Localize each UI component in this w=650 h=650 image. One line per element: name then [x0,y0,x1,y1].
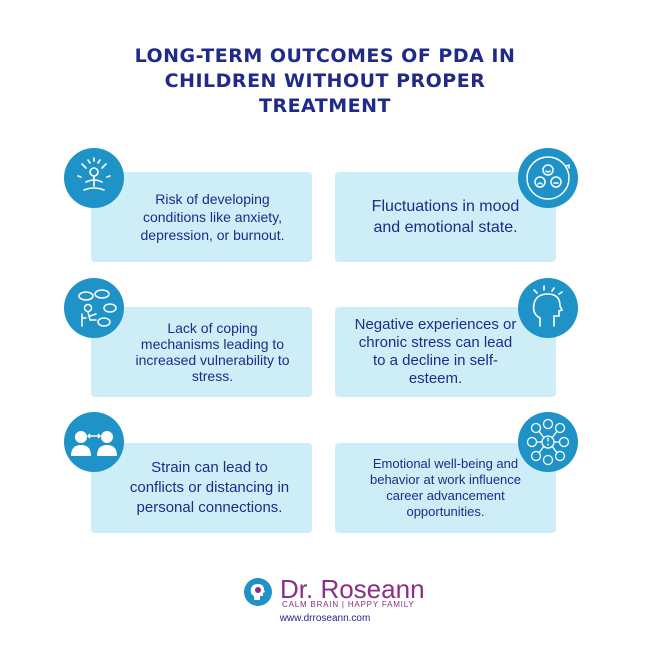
outcome-card-coping: Lack of coping mechanisms leading to inc… [91,307,312,397]
card-text-line: conditions like anxiety, [142,209,283,225]
card-text-line: stress. [191,368,234,384]
card-text-line: opportunities. [406,504,485,519]
card-text-line: increased vulnerability to [135,352,290,368]
brand-head-icon [244,578,272,606]
website-url[interactable]: www.drroseann.com [279,613,371,624]
emotion-faces-network-icon [518,412,578,472]
meditating-person-icon [64,148,124,208]
two-people-distance-icon [64,412,124,472]
card-text-line: to a decline in self- [372,352,499,369]
title-line-1: LONG-TERM OUTCOMES OF PDA IN [134,45,516,67]
title-line-2: CHILDREN WITHOUT PROPER [164,70,486,92]
brand-tagline: CALM BRAIN | HAPPY FAMILY [282,600,415,609]
card-text-line: conflicts or distancing in [129,479,290,496]
stressed-person-thought-clouds-icon [64,278,124,338]
infographic-title: LONG-TERM OUTCOMES OF PDA IN CHILDREN WI… [60,44,590,119]
card-text-line: career advancement [386,488,505,503]
outcome-card-self-esteem: Negative experiences or chronic stress c… [335,307,556,397]
card-text-line: Strain can lead to [151,459,268,476]
mood-faces-cycle-icon [518,148,578,208]
head-profile-thoughts-icon [518,278,578,338]
card-text-line: depression, or burnout. [140,227,285,243]
card-text-line: and emotional state. [373,219,518,236]
outcome-card-anxiety: Risk of developing conditions like anxie… [91,172,312,262]
card-text-line: Lack of coping [167,320,258,336]
card-text-line: Negative experiences or [354,316,517,333]
outcome-card-relationships: Strain can lead to conflicts or distanci… [91,443,312,533]
card-text-line: chronic stress can lead [358,334,513,351]
card-text-line: behavior at work influence [369,472,522,487]
card-text-line: mechanisms leading to [140,336,285,352]
card-text-line: Fluctuations in mood [371,198,520,215]
card-text-line: esteem. [408,370,463,387]
brand-logo: Dr. Roseann CALM BRAIN | HAPPY FAMILY [244,574,425,610]
card-text-line: personal connections. [136,499,283,516]
card-text-line: Emotional well-being and [372,456,519,471]
outcome-card-career: Emotional well-being and behavior at wor… [335,443,556,533]
brand-name: Dr. Roseann [280,574,425,604]
title-line-3: TREATMENT [258,95,391,117]
card-text-line: Risk of developing [155,191,270,207]
